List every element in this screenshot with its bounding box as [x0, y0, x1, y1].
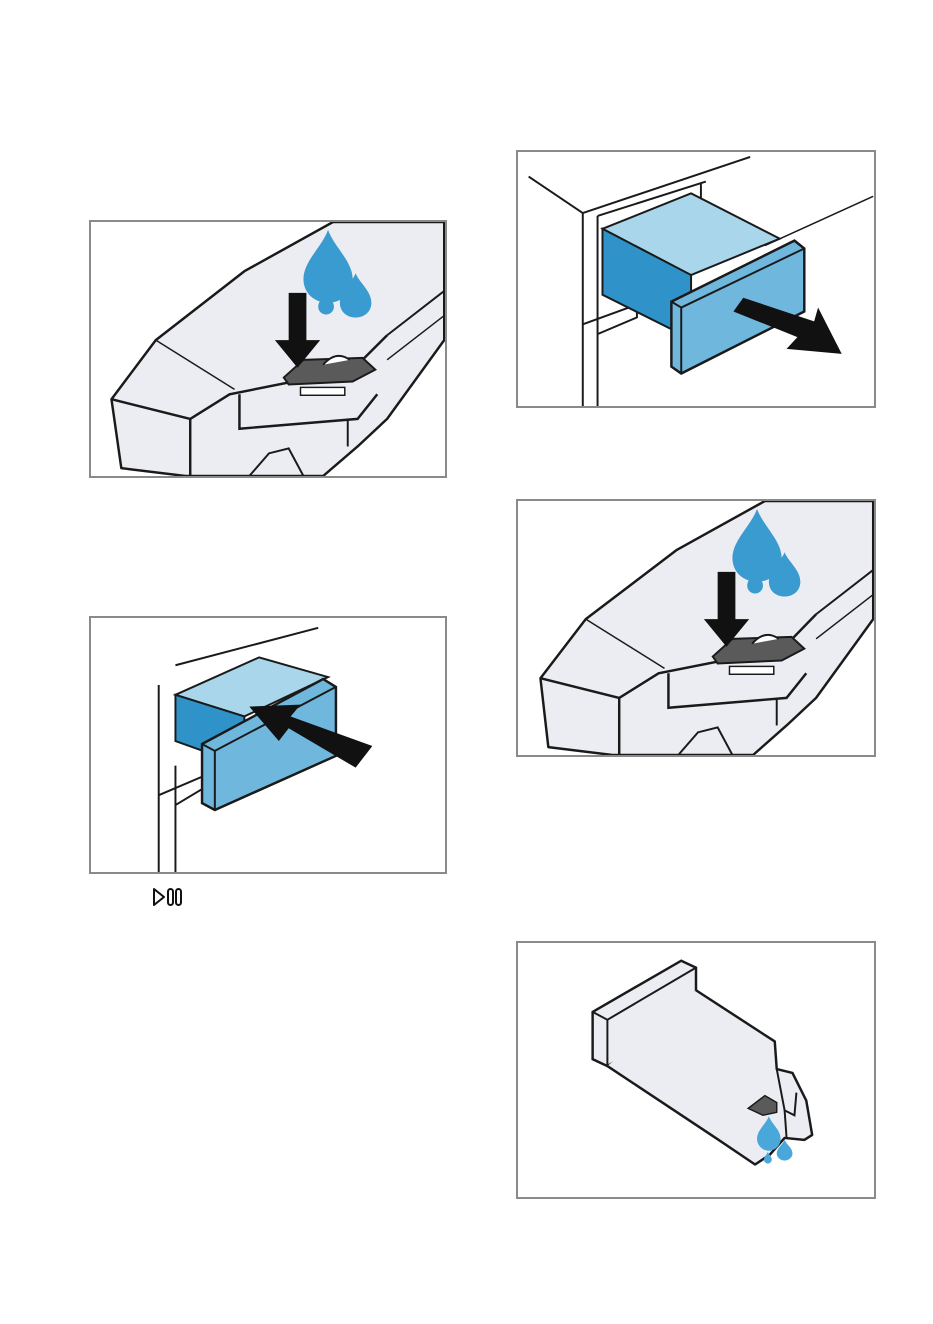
pour-liquid-illustration-repeat	[516, 499, 876, 757]
drain-water-illustration	[516, 941, 876, 1199]
pull-drawer-illustration	[516, 150, 876, 408]
start-pause-icon	[151, 886, 185, 908]
pour-liquid-illustration	[89, 220, 447, 478]
push-drawer-illustration	[89, 616, 447, 874]
